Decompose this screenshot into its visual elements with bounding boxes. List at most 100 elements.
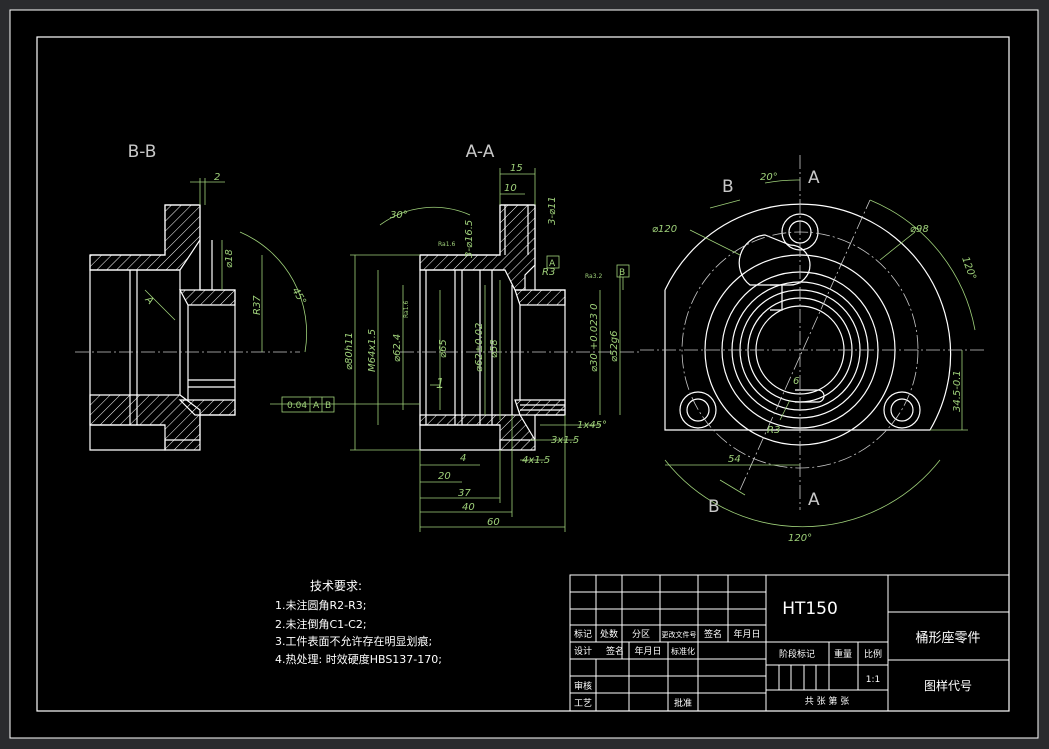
- leader-line: [779, 399, 791, 421]
- dim-phi98: ⌀98: [910, 224, 929, 235]
- leader-line: [879, 231, 916, 261]
- front-section-line: [739, 199, 871, 491]
- dim-20deg: 20°: [760, 172, 778, 183]
- tol-datum-b: B: [325, 401, 331, 411]
- tb-cell: 年月日: [733, 628, 760, 640]
- dim-4x15: 4x1.5: [522, 455, 550, 466]
- note-item: 2.未注倒角C1-C2;: [275, 617, 367, 631]
- note-item: 1.未注圆角R2-R3;: [275, 598, 366, 612]
- dim-20: 20: [438, 471, 451, 482]
- dim-phi30: ⌀30 +0.023 0: [589, 304, 600, 372]
- tb-part-name: 桶形座零件: [915, 631, 980, 646]
- tb-cell: 设计: [574, 645, 592, 657]
- dim-phi80: ⌀80h11: [344, 332, 355, 370]
- dim-15: 15: [510, 163, 523, 174]
- section-arrow: [719, 479, 746, 496]
- dim-arc: [379, 206, 471, 226]
- datum-a: A: [549, 259, 556, 269]
- front-hole-right-inner: [890, 398, 914, 422]
- dim-arc: [239, 231, 308, 353]
- tb-process: 工艺: [574, 698, 592, 709]
- dim-3x15: 3x1.5: [551, 435, 579, 446]
- datum-b: B: [619, 268, 625, 278]
- roughness-mark: Ra1.6: [403, 301, 410, 318]
- notes-title: 技术要求:: [310, 579, 362, 593]
- roughness-mark: Ra3.2: [585, 273, 602, 280]
- section-a-bottom: A: [808, 490, 820, 510]
- front-centerlines: [640, 155, 985, 510]
- dim-3-phi16: 3-⌀16.5: [464, 220, 475, 258]
- tb-ratio: 比例: [864, 648, 882, 660]
- section-a-top: A: [808, 168, 820, 188]
- dim-120deg-bottom: 120°: [788, 533, 812, 544]
- datum-a-box: [546, 255, 560, 269]
- aa-hatch-bottom: [419, 414, 536, 451]
- tb-cell: 签名: [704, 628, 722, 640]
- dim-m64: M64x1.5: [367, 329, 378, 372]
- note-item: 4.热处理: 时效硬度HBS137-170;: [275, 652, 442, 666]
- tb-cell: 处数: [600, 628, 618, 640]
- dim-30deg: 30°: [390, 210, 408, 221]
- front-keyway: [795, 389, 825, 403]
- view-bb: B-B: [89, 142, 236, 451]
- dim-1: 1: [436, 377, 444, 392]
- tol-datum-a: A: [313, 401, 320, 411]
- aa-dim-text: 15 10 3-⌀11 3-⌀16.5 30° R3 A B ⌀80h11 M6…: [287, 163, 625, 528]
- tb-material: HT150: [782, 599, 838, 619]
- dim-60: 60: [487, 517, 500, 528]
- dim-345: 34.5-0.1: [952, 370, 963, 412]
- tb-approve: 批准: [674, 697, 692, 709]
- section-labels: B A B A: [708, 168, 820, 517]
- title-block-text: HT150 桶形座零件 图样代号 1:1 阶段标记 重量 比例 共 张 第 张 …: [574, 599, 981, 709]
- dim-37: 37: [458, 488, 471, 499]
- view-bb-label: B-B: [128, 142, 157, 162]
- leader-line: [689, 229, 741, 256]
- dim-r3: R3: [542, 267, 555, 278]
- dim-1x45: 1x45°: [577, 420, 607, 431]
- tb-sheets: 共 张 第 张: [805, 695, 850, 707]
- dim-40: 40: [462, 502, 475, 513]
- tb-cell: 标记: [574, 628, 592, 640]
- aa-dimensions: [270, 168, 630, 532]
- section-arrow: [709, 199, 741, 209]
- dim-phi65: ⌀65: [438, 339, 449, 358]
- leader-line: [144, 289, 176, 321]
- aa-hatch-inner-bottom: [514, 399, 566, 416]
- tb-scale: 1:1: [866, 675, 880, 685]
- dim-arc: [664, 459, 941, 528]
- dim-phi18: ⌀18: [224, 249, 235, 268]
- title-block-frame: [569, 574, 1010, 712]
- front-dimensions: [664, 179, 976, 528]
- dim-phi624: ⌀62.4: [392, 334, 403, 362]
- dim-arc: [869, 199, 976, 331]
- note-item: 3.工件表面不允许存在明显划痕;: [275, 634, 432, 648]
- tb-weight: 重量: [834, 648, 852, 660]
- dim-r3-front: R3: [767, 425, 780, 436]
- technical-notes: 技术要求: 1.未注圆角R2-R3; 2.未注倒角C1-C2; 3.工件表面不允…: [275, 579, 442, 666]
- view-aa-label: A-A: [466, 142, 495, 162]
- dim-r37: R37: [252, 295, 263, 315]
- section-b-bottom: B: [708, 497, 720, 517]
- front-flange-outline: [664, 203, 952, 431]
- front-pocket: [738, 234, 811, 286]
- title-block: [569, 574, 1010, 712]
- aa-hatch-inner-top: [514, 289, 566, 306]
- dim-10: 10: [504, 183, 517, 194]
- dim-2: 2: [214, 172, 220, 183]
- tb-stage: 阶段标记: [779, 648, 815, 660]
- dim-54: 54: [728, 454, 741, 465]
- tb-cell: 更改文件号: [662, 630, 697, 639]
- dim-arc: [764, 179, 801, 184]
- bb-hatch-inner-top: [179, 289, 236, 306]
- front-hole-right: [883, 391, 921, 429]
- dim-6: 6: [793, 376, 799, 387]
- dim-phi120: ⌀120: [652, 224, 677, 235]
- roughness-mark: Ra1.6: [438, 241, 455, 248]
- bb-outline: [89, 204, 236, 451]
- tb-drawing-no: 图样代号: [924, 678, 972, 693]
- dim-3-phi11: 3-⌀11: [547, 196, 558, 225]
- front-hole-left-inner: [686, 398, 710, 422]
- dim-phi62: ⌀62±0.02: [474, 323, 485, 372]
- dim-phi58: ⌀58: [489, 339, 500, 358]
